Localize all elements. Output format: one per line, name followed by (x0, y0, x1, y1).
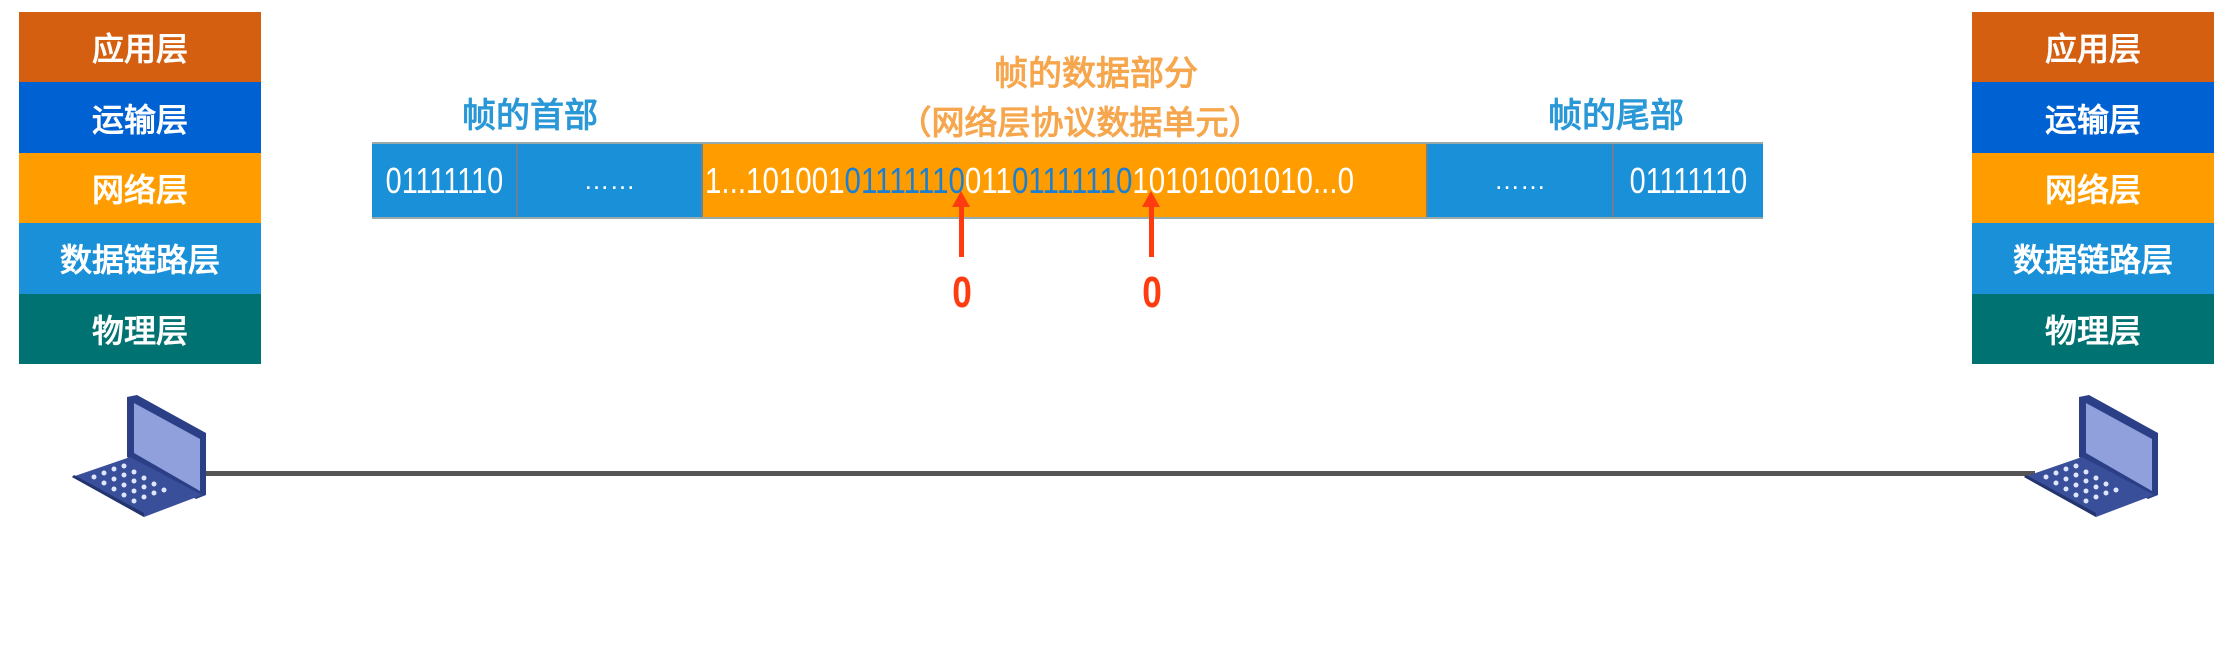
layer-physical: 物理层 (19, 293, 261, 364)
frame-trailer-label: 帧的尾部 (1548, 96, 1684, 136)
layer-physical: 物理层 (1972, 293, 2214, 364)
layer-application: 应用层 (1972, 12, 2214, 83)
stuffed-bit-label: 0 (1142, 268, 1162, 317)
trailer-ellipsis: …… (1428, 144, 1614, 217)
laptop-icon (2024, 395, 2158, 517)
flag-end: 01111110 (1614, 144, 1763, 217)
frame-header-label: 帧的首部 (462, 96, 598, 136)
data-bits-flag-pattern: 01111110 (1011, 159, 1133, 201)
layer-network: 网络层 (19, 152, 261, 224)
frame-data-label: 帧的数据部分 (994, 54, 1198, 94)
frame-bar: 01111110 …… 1...101001011111100110111111… (372, 142, 1763, 219)
left-protocol-stack: 应用层 运输层 网络层 数据链路层 物理层 (19, 12, 261, 364)
header-ellipsis: …… (518, 144, 703, 217)
frame-data: 1...101001011111100110111111010101001010… (703, 144, 1428, 217)
trailer-ellipsis-text: …… (1494, 165, 1546, 195)
layer-transport: 运输层 (1972, 82, 2214, 153)
layer-transport: 运输层 (19, 82, 261, 153)
frame-data-sublabel: （网络层协议数据单元） (898, 103, 1262, 142)
layer-datalink: 数据链路层 (19, 223, 261, 294)
flag-end-text: 01111110 (1629, 159, 1748, 201)
up-arrow-icon (952, 191, 970, 257)
header-ellipsis-text: …… (583, 165, 636, 195)
data-bits: 1...101001 (705, 159, 845, 201)
stuffed-bit-label: 0 (952, 268, 972, 317)
laptop-icon (72, 395, 206, 517)
flag-start-text: 01111110 (385, 159, 503, 201)
frame-data-bits: 1...101001011111100110111111010101001010… (705, 160, 1354, 202)
up-arrow-icon (1142, 191, 1160, 257)
layer-datalink: 数据链路层 (1972, 223, 2214, 294)
layer-application: 应用层 (19, 12, 261, 83)
flag-start: 01111110 (372, 144, 518, 217)
link-cable (200, 471, 2035, 476)
data-bits: 10101001010...0 (1132, 159, 1354, 201)
layer-network: 网络层 (1972, 152, 2214, 224)
data-bits: 011 (964, 159, 1012, 201)
right-protocol-stack: 应用层 运输层 网络层 数据链路层 物理层 (1972, 12, 2214, 364)
data-bits-flag-pattern: 01111110 (844, 159, 965, 201)
